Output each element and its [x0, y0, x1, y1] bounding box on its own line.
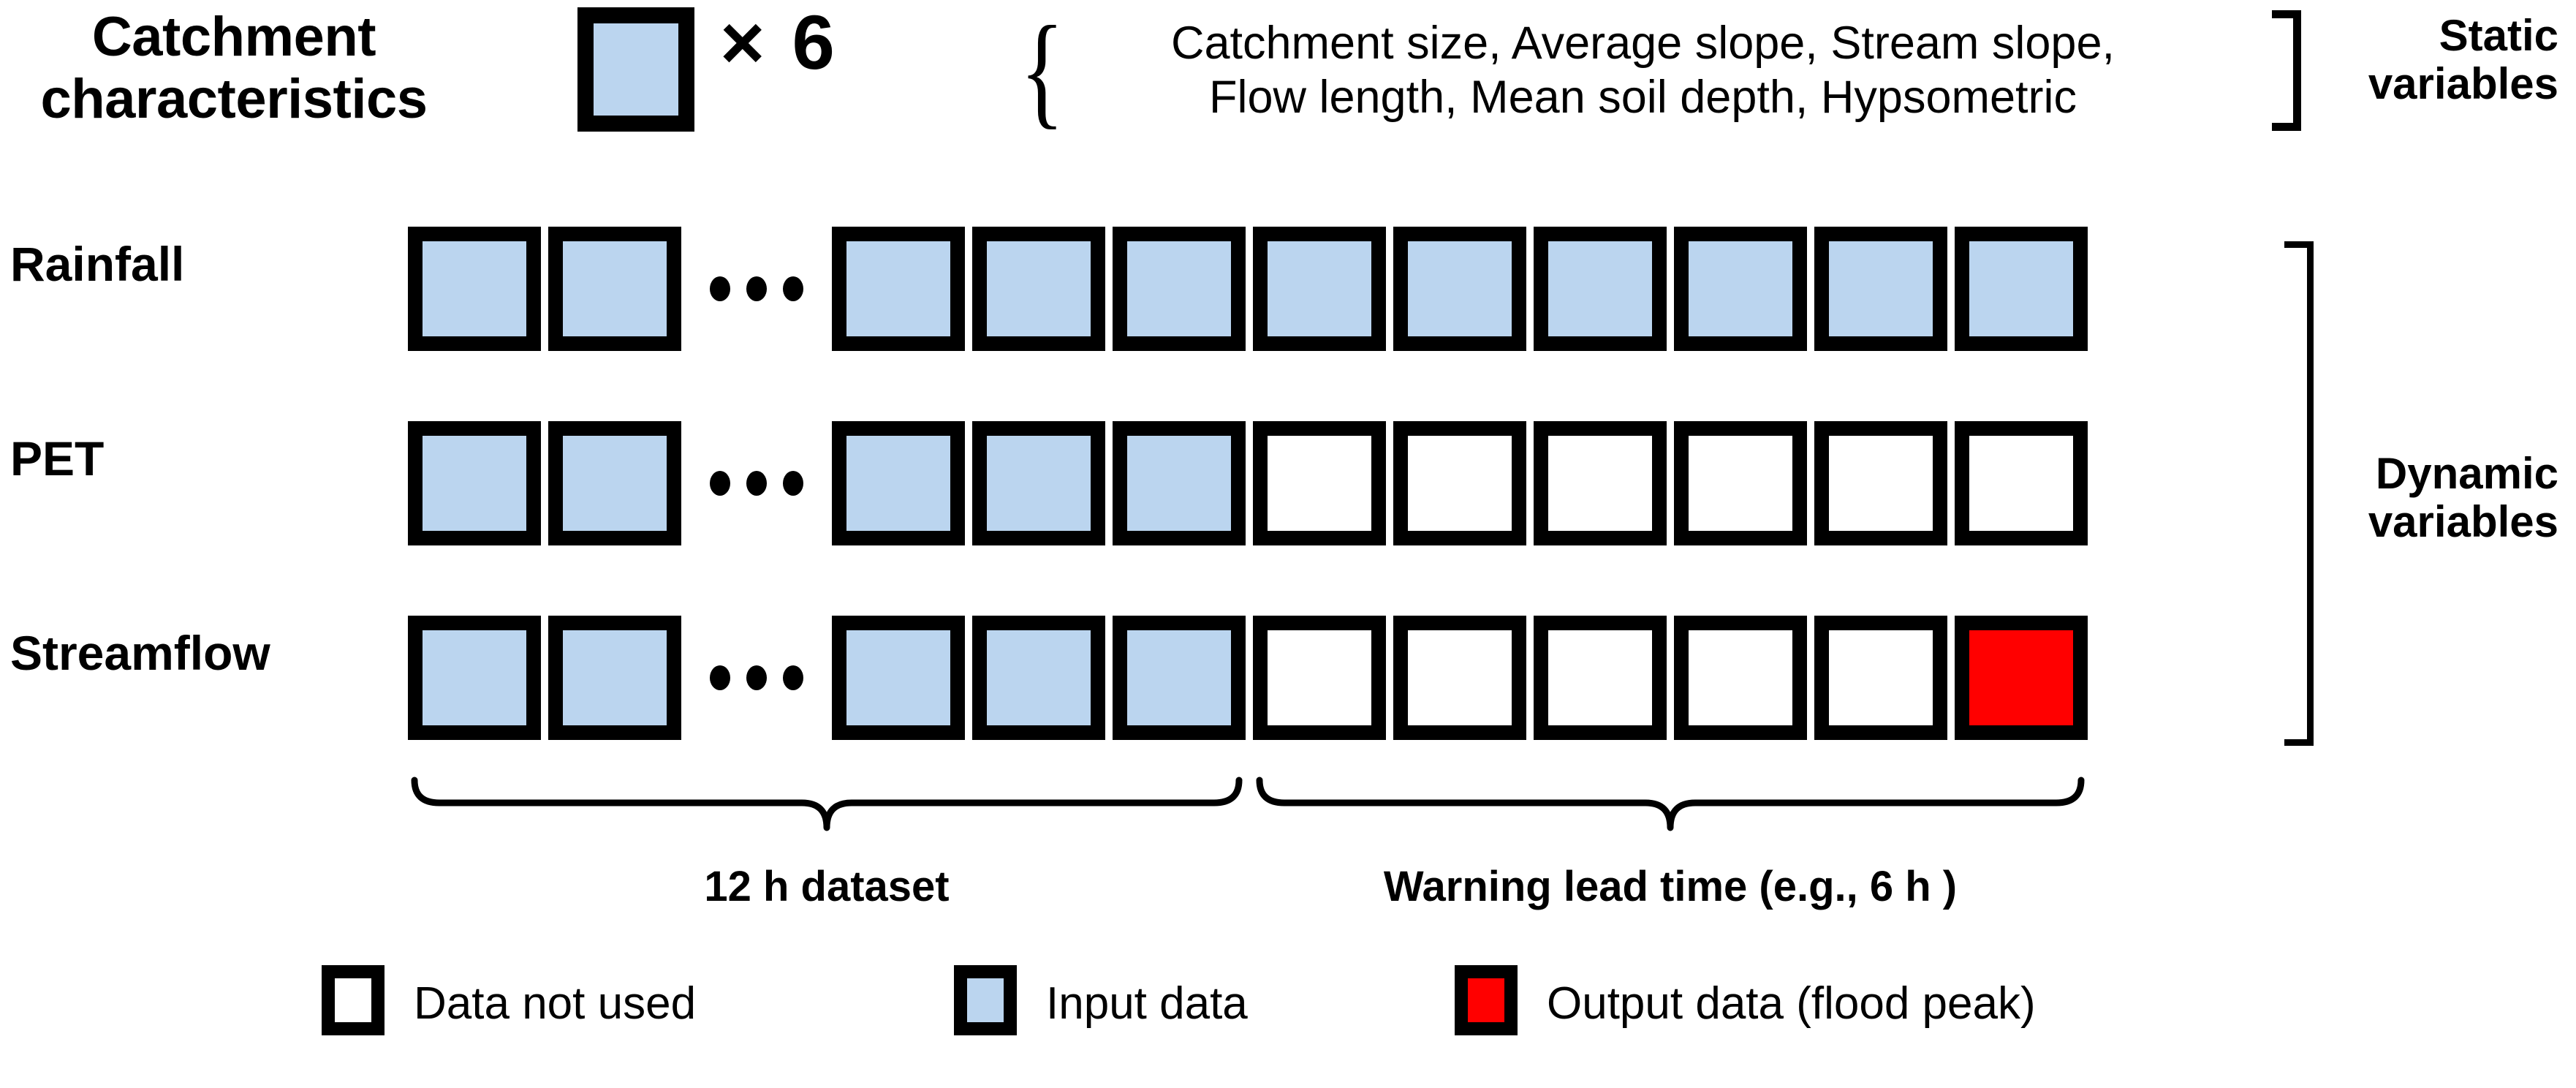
ellipsis-icon	[710, 276, 803, 301]
grid-cell	[832, 421, 965, 545]
grid-cell	[832, 616, 965, 740]
grid-cell	[1393, 421, 1526, 545]
static-variables-label-line-1: Static	[2439, 11, 2558, 60]
grid-cell	[408, 616, 541, 740]
ellipsis-icon	[710, 665, 803, 690]
grid-cell	[1113, 421, 1246, 545]
legend-swatch-blue	[954, 965, 1017, 1035]
grid-cell	[1253, 616, 1386, 740]
legend-label: Output data (flood peak)	[1547, 978, 2036, 1029]
grid-cell	[1534, 227, 1667, 351]
row-label-pet: PET	[10, 431, 105, 486]
dynamic-variables-label-line-2: variables	[2368, 497, 2558, 546]
grid-cell	[408, 421, 541, 545]
grid-cell	[1955, 227, 2088, 351]
grid-cell	[548, 421, 681, 545]
static-variables-label-line-2: variables	[2368, 59, 2558, 108]
row-label-streamflow: Streamflow	[10, 626, 270, 680]
dynamic-variables-bracket-icon	[2284, 241, 2314, 746]
grid-cell	[1814, 227, 1947, 351]
static-variables-brace-icon: {	[1020, 0, 1065, 140]
static-variables-line-1: Catchment size, Average slope, Stream sl…	[1170, 18, 2115, 69]
grid-cell	[972, 421, 1105, 545]
grid-cell	[1113, 616, 1246, 740]
grid-cell	[1814, 616, 1947, 740]
row-label-rainfall: Rainfall	[10, 237, 185, 291]
grid-cell	[1674, 616, 1807, 740]
brace-icon	[1253, 774, 2088, 838]
brace-label: 12 h dataset	[704, 863, 950, 910]
brace-label: Warning lead time (e.g., 6 h )	[1383, 863, 1958, 910]
legend-swatch-white	[322, 965, 384, 1035]
grid-cell	[1393, 616, 1526, 740]
grid-cell	[1534, 421, 1667, 545]
grid-cell	[1674, 227, 1807, 351]
catchment-characteristics-cell	[577, 7, 694, 132]
multiplier-label: × 6	[720, 0, 838, 86]
dynamic-variables-label-line-1: Dynamic	[2375, 449, 2558, 498]
static-variables-label: Static variables	[2339, 12, 2558, 108]
grid-cell	[1955, 616, 2088, 740]
static-variables-list: Catchment size, Average slope, Stream sl…	[1075, 16, 2211, 125]
grid-cell	[1674, 421, 1807, 545]
grid-cell	[972, 227, 1105, 351]
grid-cell	[1955, 421, 2088, 545]
legend-label: Input data	[1046, 978, 1248, 1029]
static-variables-line-2: Flow length, Mean soil depth, Hypsometri…	[1208, 72, 2077, 124]
brace-icon	[408, 774, 1246, 838]
grid-cell	[548, 227, 681, 351]
grid-cell	[1113, 227, 1246, 351]
legend-label: Data not used	[414, 978, 697, 1029]
ellipsis-icon	[710, 471, 803, 496]
grid-cell	[1253, 421, 1386, 545]
grid-cell	[408, 227, 541, 351]
grid-cell	[548, 616, 681, 740]
dynamic-variables-label: Dynamic variables	[2339, 450, 2558, 546]
grid-cell	[1534, 616, 1667, 740]
static-variables-bracket-icon	[2272, 10, 2301, 131]
grid-cell	[1253, 227, 1386, 351]
grid-cell	[832, 227, 965, 351]
grid-cell	[972, 616, 1105, 740]
page-title: Catchment characteristics	[40, 6, 428, 131]
grid-cell	[1814, 421, 1947, 545]
legend-swatch-red	[1455, 965, 1518, 1035]
grid-cell	[1393, 227, 1526, 351]
